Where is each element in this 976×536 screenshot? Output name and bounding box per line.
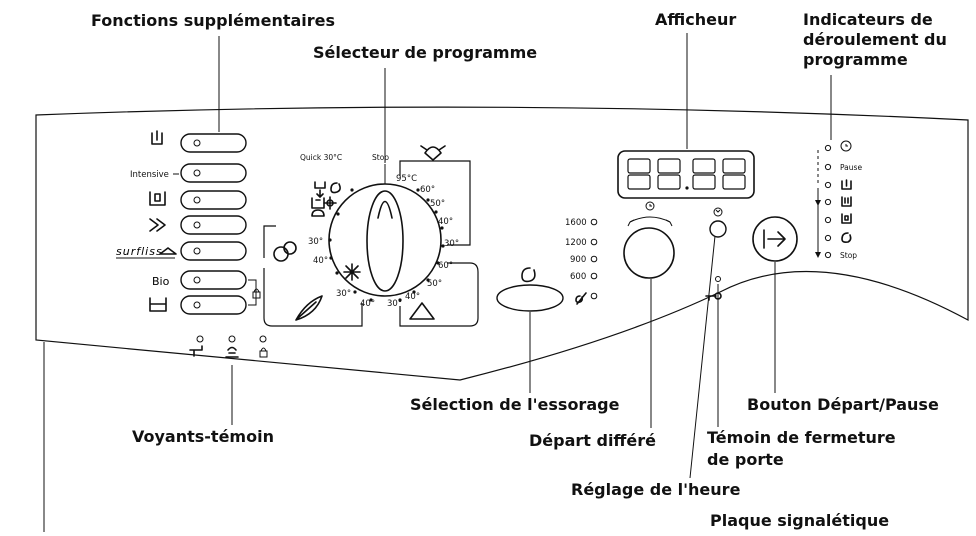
flower-small-icon — [323, 196, 337, 210]
seven-segment-digits — [627, 158, 746, 190]
spin-speed-1200: 1200 — [565, 238, 587, 248]
child-lock-icon — [252, 288, 261, 299]
spin-button[interactable] — [496, 284, 564, 312]
progress-indicators: Pause Stop — [815, 140, 862, 260]
label-delayed-start: Départ différé — [529, 431, 656, 450]
label-door-lock-2: de porte — [707, 450, 784, 469]
dial-label-s30: 30° — [336, 289, 351, 299]
program-dial-handle[interactable] — [366, 190, 404, 292]
progress-rinse-icon — [841, 213, 852, 224]
bio-label: Bio — [152, 275, 170, 288]
lock-indicator-icon — [259, 347, 268, 358]
snowflake-icon — [343, 263, 361, 281]
display — [617, 150, 755, 199]
progress-stop-label: Stop — [840, 251, 857, 260]
dial-label-60a: 60° — [420, 185, 435, 195]
dial-label-stop: Stop — [372, 153, 389, 162]
filter-icon — [225, 346, 239, 358]
dial-label-95: 95°C — [396, 174, 417, 184]
spin-speed-600: 600 — [570, 272, 586, 282]
progress-spin-icon — [841, 232, 852, 243]
label-spin-selection: Sélection de l'essorage — [410, 395, 620, 414]
clock-icon — [713, 207, 723, 217]
extra-function-buttons: Intensive surfliss Bio — [116, 130, 261, 315]
delicate-zone-bracket — [263, 225, 276, 258]
synthetic-zone-bracket — [399, 262, 479, 327]
label-door-lock-1: Témoin de fermeture — [707, 428, 896, 447]
dial-label-30b: 30° — [387, 299, 402, 309]
label-extra-functions: Fonctions supplémentaires — [91, 11, 335, 30]
dial-label-50a: 50° — [430, 199, 445, 209]
spin-speed-1600: 1600 — [565, 218, 587, 228]
progress-delay-icon — [840, 140, 852, 152]
panel-outline — [35, 106, 969, 381]
label-indicator-lights: Voyants-témoin — [132, 427, 274, 446]
soak-icon — [311, 209, 325, 217]
progress-prewash-icon — [841, 179, 852, 190]
delayed-start — [623, 201, 675, 279]
surfliss-label: surfliss — [116, 245, 163, 258]
dial-label-quick: Quick 30°C — [300, 153, 342, 162]
iron-icon — [159, 247, 177, 255]
clock-setting — [709, 207, 727, 238]
no-spin-icon — [575, 292, 587, 305]
rinse-icon — [314, 181, 326, 198]
dial-label-w40: 40° — [313, 256, 328, 266]
prewash-icon — [149, 191, 166, 206]
dial-label-30a: 30° — [444, 239, 459, 249]
delicate-icon — [273, 241, 297, 262]
dial-label-40b: 40° — [405, 292, 420, 302]
dial-label-w30: 30° — [308, 237, 323, 247]
label-display: Afficheur — [655, 10, 736, 29]
spin-small-icon — [330, 182, 341, 194]
label-rating-plate: Plaque signalétique — [710, 511, 889, 530]
function-button-fast[interactable] — [149, 215, 247, 235]
progress-pause-label: Pause — [840, 163, 862, 172]
door-lock-indicator — [705, 276, 722, 301]
leader-lines — [43, 33, 832, 532]
dial-label-60b: 60° — [438, 261, 453, 271]
function-button-bio[interactable]: Bio — [152, 270, 247, 290]
spin-icon — [521, 267, 536, 283]
clock-setting-button[interactable] — [709, 220, 727, 238]
label-progress-indicators-2: déroulement du — [803, 30, 947, 49]
progress-wash-icon — [841, 196, 852, 207]
hand-wash-icon — [311, 197, 325, 209]
cotton-zone-bracket — [399, 160, 471, 246]
display-screen — [617, 150, 755, 199]
function-button-1[interactable] — [151, 130, 247, 153]
label-start-pause: Bouton Départ/Pause — [747, 395, 939, 414]
program-selector: Quick 30°C Stop 95°C 60° 50° 40° 30° 60°… — [263, 145, 479, 327]
spin-selection: 1600 1200 900 600 — [496, 218, 598, 312]
dial-label-s40: 40° — [360, 299, 375, 309]
wool-icon — [295, 295, 323, 321]
function-button-intensive[interactable]: Intensive — [130, 163, 247, 183]
spin-speed-900: 900 — [570, 255, 586, 265]
start-pause-icon — [763, 229, 786, 249]
function-button-prewash[interactable] — [149, 190, 247, 210]
half-load-icon — [151, 130, 163, 145]
dial-label-40a: 40° — [438, 217, 453, 227]
intensive-label: Intensive — [130, 170, 169, 180]
wool-zone-bracket — [263, 268, 363, 327]
timer-icon — [645, 201, 655, 211]
label-clock-setting: Réglage de l'heure — [571, 480, 741, 499]
fast-icon — [149, 218, 166, 232]
label-progress-indicators-1: Indicateurs de — [803, 10, 933, 29]
function-button-7[interactable] — [149, 295, 247, 315]
cotton-flower-icon — [420, 145, 446, 161]
start-pause-button[interactable] — [752, 216, 798, 262]
function-button-surfliss[interactable]: surfliss — [116, 241, 247, 261]
label-program-selector: Sélecteur de programme — [313, 43, 537, 62]
label-progress-indicators-3: programme — [803, 50, 908, 69]
dial-label-50b: 50° — [427, 279, 442, 289]
tap-icon — [189, 345, 203, 357]
indicator-lights — [189, 335, 268, 358]
delayed-start-knob[interactable] — [623, 227, 675, 279]
tub-icon — [149, 297, 167, 312]
synthetic-icon — [409, 302, 435, 320]
